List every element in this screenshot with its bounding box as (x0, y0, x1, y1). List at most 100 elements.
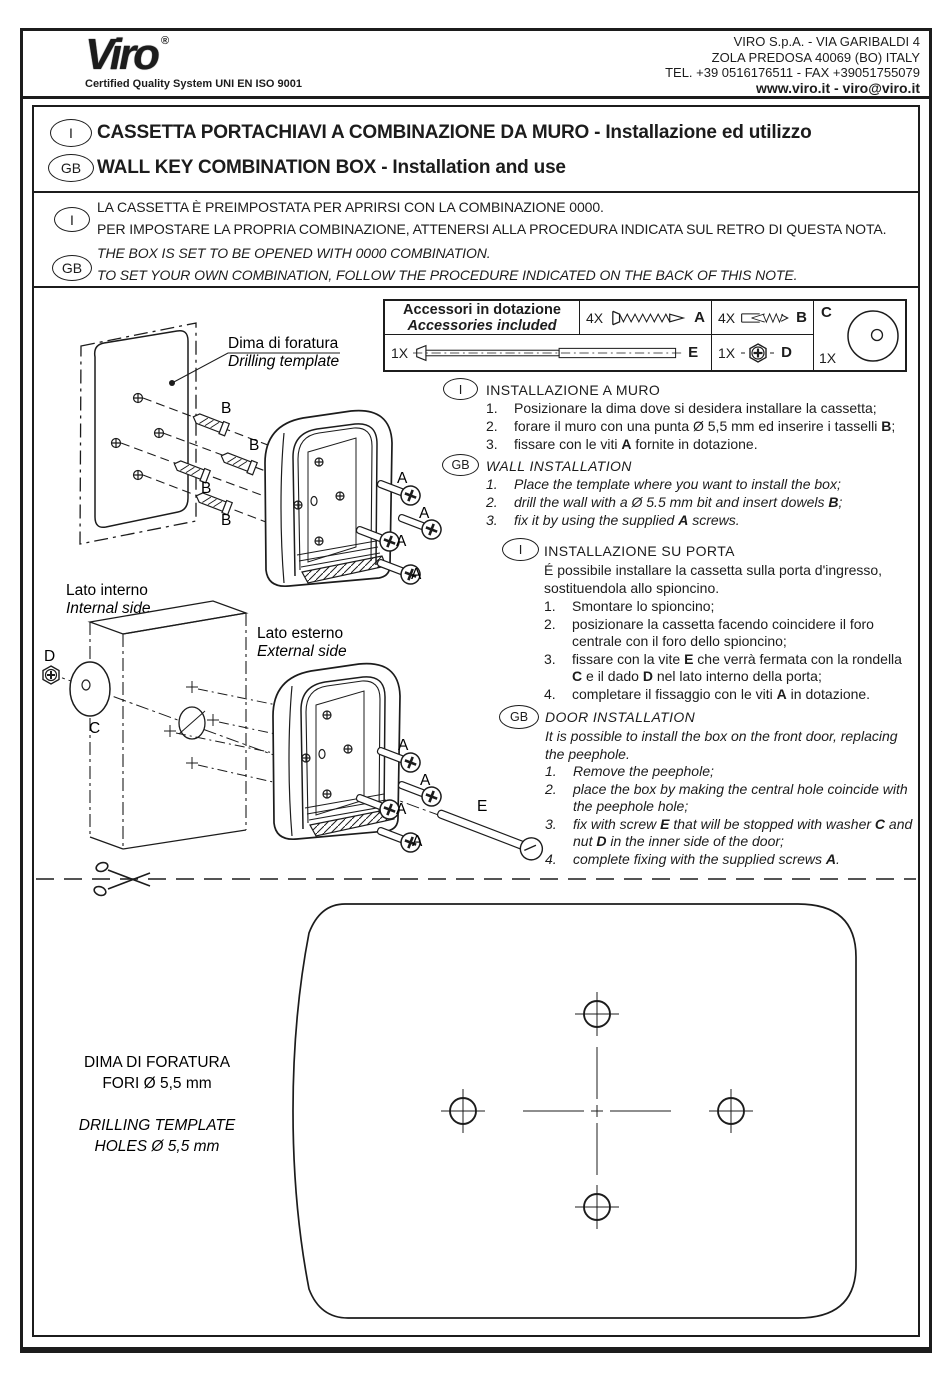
viro-logo-text: Viro (85, 30, 160, 79)
internal-side-label-gb: Internal side (66, 600, 151, 617)
template-text-gb-1: DRILLING TEMPLATE (79, 1117, 236, 1134)
bolt-qty: 1X (391, 344, 409, 361)
template-text-it-1: DIMA DI FORATURA (84, 1054, 231, 1071)
section-divider (34, 286, 918, 288)
door-solid-edges (89, 612, 247, 850)
accessory-screw-cell: 4X A (580, 301, 712, 335)
wall-gb-steps: 1.Place the template where you want to i… (486, 475, 916, 529)
wall-installation-diagram: Dima di foratura Drilling template B B B… (66, 322, 446, 617)
accessory-plug-cell: 4X B (712, 301, 814, 335)
door-it-badge: I (502, 538, 539, 561)
nut-d-icon (42, 665, 60, 685)
nut-label: D (781, 344, 792, 361)
long-bolt-icon (413, 344, 684, 361)
hole-position-crosses (164, 681, 219, 769)
step-item: 3.fissare con le viti A fornite in dotaz… (486, 436, 758, 452)
door-it-intro: É possibile installare la cassetta sulla… (544, 562, 883, 596)
note-it-line2: PER IMPOSTARE LA PROPRIA COMBINAZIONE, A… (97, 221, 887, 237)
template-hole-marks (441, 992, 753, 1229)
washer-c-hole (81, 679, 91, 691)
registered-mark-icon: ® (160, 35, 170, 47)
washer-label: C (821, 304, 832, 321)
wall-it-badge: I (443, 378, 478, 400)
step-item: 1.Remove the peephole; (545, 763, 714, 779)
label-a: A (398, 737, 409, 754)
accessories-header-cell: Accessori in dotazione Accessories inclu… (385, 301, 580, 335)
note-gb-line2: TO SET YOUR OWN COMBINATION, FOLLOW THE … (97, 267, 798, 283)
accessory-bolt-cell: 1X E (385, 335, 712, 370)
door-break-edges (89, 613, 247, 849)
external-side-label-it: Lato esterno (257, 625, 343, 642)
address-line: TEL. +39 0516176511 - FAX +39051755079 (665, 65, 920, 80)
label-a: A (397, 470, 408, 487)
door-it-heading: INSTALLAZIONE SU PORTA (544, 543, 735, 559)
label-a: A (411, 566, 422, 583)
label-b: B (201, 480, 211, 497)
step-item: 2.place the box by making the central ho… (545, 780, 908, 815)
wall-it-heading: INSTALLAZIONE A MURO (486, 382, 661, 398)
label-a: A (396, 801, 407, 818)
label-d: D (44, 648, 55, 665)
label-e: E (477, 798, 487, 815)
step-item: 1.Smontare lo spioncino; (544, 598, 715, 614)
note-badge-gb: GB (52, 255, 92, 281)
washer-qty: 1X (819, 350, 837, 366)
label-a: A (412, 833, 423, 850)
step-item: 2.forare il muro con una punta Ø 5,5 mm … (486, 418, 896, 434)
template-sheet-shape (93, 329, 189, 529)
accessory-nut-cell: 1X D (712, 335, 814, 370)
nut-qty: 1X (718, 344, 736, 361)
internal-side-label-it: Lato interno (66, 582, 148, 599)
accessories-title-gb: Accessories included (407, 317, 557, 334)
step-item: 4.complete fixing with the supplied scre… (545, 850, 840, 867)
template-label-gb: Drilling template (228, 353, 340, 370)
label-b: B (249, 437, 259, 454)
wood-screw-icon (612, 310, 686, 325)
address-line: VIRO S.p.A. - VIA GARIBALDI 4 (733, 34, 920, 49)
address-line: ZOLA PREDOSA 40069 (BO) ITALY (711, 49, 920, 65)
template-label-it: Dima di foratura (228, 335, 339, 352)
door-gb-heading: DOOR INSTALLATION (545, 709, 696, 725)
wall-it-steps: 1.Posizionare la dima dove si desidera i… (486, 399, 916, 453)
template-text-it-2: FORI Ø 5,5 mm (102, 1075, 211, 1092)
note-it-line1: LA CASSETTA È PREIMPOSTATA PER APRIRSI C… (97, 199, 604, 215)
section-divider (34, 191, 918, 193)
note-gb-line1: THE BOX IS SET TO BE OPENED WITH 0000 CO… (97, 245, 491, 261)
accessory-washer-cell: C 1X (814, 301, 905, 370)
template-leader-line (171, 352, 340, 384)
screw-label: A (694, 309, 705, 326)
template-text-gb-2: HOLES Ø 5,5 mm (95, 1138, 220, 1155)
plug-label: B (796, 309, 807, 326)
washer-icon (847, 310, 899, 362)
washer-c-icon (69, 661, 111, 717)
note-badge-it: I (54, 207, 90, 232)
plug-qty: 4X (718, 309, 736, 326)
lang-badge-gb: GB (48, 154, 94, 182)
door-gb-badge: GB (499, 705, 539, 729)
template-holes (110, 392, 165, 481)
step-item: 2.drill the wall with a Ø 5.5 mm bit and… (486, 494, 843, 510)
cut-line (36, 861, 916, 897)
wall-plug-icon (741, 312, 790, 323)
page-frame: Viro® Certified Quality System UNI EN IS… (20, 28, 932, 1353)
step-item: 1.Posizionare la dima dove si desidera i… (486, 400, 877, 416)
address-web-email: www.viro.it - viro@viro.it (755, 79, 920, 96)
screw-e-icon (436, 809, 544, 861)
label-c: C (89, 720, 100, 737)
label-a: A (419, 505, 430, 522)
template-sheet-outline (79, 322, 197, 545)
accessories-title-it: Accessori in dotazione (403, 301, 561, 318)
door-gb-steps: 1.Remove the peephole; 2.place the box b… (545, 763, 920, 868)
label-a: A (420, 772, 431, 789)
nut-icon (741, 342, 776, 363)
page-title-it: CASSETTA PORTACHIAVI A COMBINAZIONE DA M… (97, 122, 812, 143)
leader-dot (169, 380, 175, 386)
bolt-label: E (688, 344, 699, 361)
step-item: 4.completare il fissaggio con le viti A … (544, 685, 871, 702)
header: Viro® Certified Quality System UNI EN IS… (23, 31, 929, 99)
step-item: 1.Place the template where you want to i… (486, 476, 841, 492)
installation-diagrams: Dima di foratura Drilling template B B B… (36, 322, 916, 1319)
company-address: VIRO S.p.A. - VIA GARIBALDI 4 ZOLA PREDO… (665, 34, 920, 96)
page-title-gb: WALL KEY COMBINATION BOX - Installation … (97, 157, 566, 178)
